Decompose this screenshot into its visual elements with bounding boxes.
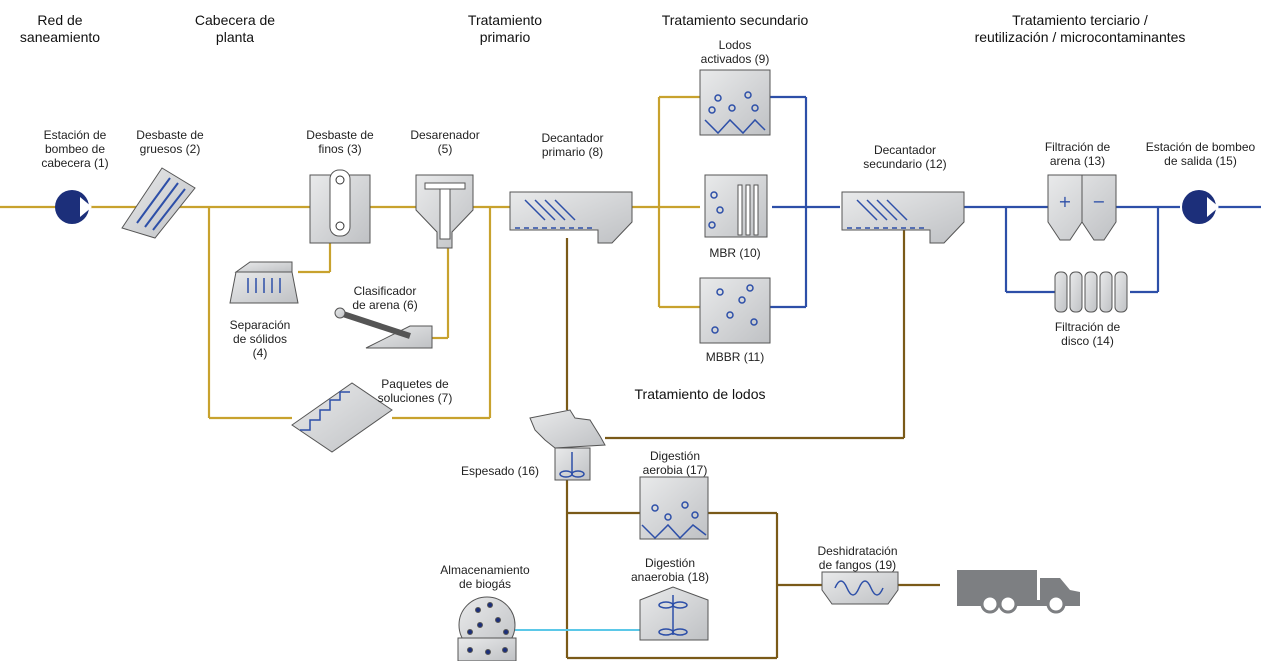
mbbr-tank-icon — [699, 277, 771, 344]
thickener-icon — [529, 409, 606, 481]
biogas-storage-icon — [457, 596, 517, 661]
label-fine-screen: Desbaste de finos (3) — [306, 128, 374, 156]
label-pump-in: Estación de bombeo de cabecera (1) — [41, 128, 109, 170]
secondary-clarifier-icon — [841, 191, 965, 244]
label-solution-packages: Paquetes de soluciones (7) — [377, 377, 453, 405]
coarse-screen-icon — [121, 167, 196, 239]
sludge-pipes — [565, 228, 940, 660]
label-solids-separation: Separación de sólidos (4) — [229, 318, 291, 360]
label-pump-out: Estación de bombeo de salida (15) — [1145, 140, 1256, 168]
disc-filter-icon — [1054, 271, 1128, 313]
label-mbbr: MBBR (11) — [705, 350, 765, 364]
label-sand-filter: Filtración de arena (13) — [1044, 140, 1111, 168]
header-network: Red de saneamiento — [19, 12, 101, 45]
label-grit-classifier: Clasificador de arena (6) — [352, 284, 418, 312]
treated-water-pipes — [770, 95, 1261, 309]
anaerobic-digester-icon — [639, 586, 709, 641]
label-degritter: Desarenador (5) — [410, 128, 480, 156]
primary-clarifier-icon — [509, 191, 633, 244]
solution-packages-icon — [291, 382, 393, 453]
header-primary: Tratamiento primario — [467, 12, 543, 45]
header-sludge: Tratamiento de lodos — [634, 386, 766, 402]
grit-classifier-icon — [334, 307, 433, 349]
mbr-tank-icon — [704, 174, 768, 238]
pump-out-icon — [1182, 190, 1219, 224]
activated-sludge-tank-icon — [699, 69, 771, 136]
truck-icon — [957, 570, 1080, 614]
label-primary-clarifier: Decantador primario (8) — [541, 131, 604, 159]
label-mbr: MBR (10) — [709, 246, 761, 260]
label-anaerobic-digestion: Digestión anaerobia (18) — [630, 556, 710, 584]
label-disc-filter: Filtración de disco (14) — [1054, 320, 1121, 348]
label-dewatering: Deshidratación de fangos (19) — [817, 544, 898, 572]
svg-text:−: − — [1092, 192, 1105, 211]
label-secondary-clarifier: Decantador secundario (12) — [863, 143, 947, 171]
sand-filter-icon: + − — [1047, 174, 1117, 241]
label-coarse-screen: Desbaste de gruesos (2) — [136, 128, 204, 156]
degritter-icon — [415, 174, 474, 249]
label-aerobic-digestion: Digestión aerobia (17) — [642, 449, 708, 477]
pump-in-icon — [55, 190, 92, 224]
aerobic-digester-icon — [639, 476, 709, 540]
fine-screen-icon — [309, 169, 371, 244]
label-biogas-storage: Almacenamiento de biogás — [440, 563, 530, 591]
label-activated-sludge: Lodos activados (9) — [700, 38, 770, 66]
solids-separator-icon — [229, 261, 299, 304]
svg-text:+: + — [1058, 192, 1071, 211]
dewatering-icon — [821, 571, 899, 605]
header-plant-head: Cabecera de planta — [194, 12, 276, 45]
header-secondary: Tratamiento secundario — [661, 12, 809, 28]
label-thickening: Espesado (16) — [460, 464, 540, 478]
header-tertiary: Tratamiento terciario / reutilización / … — [974, 12, 1186, 45]
